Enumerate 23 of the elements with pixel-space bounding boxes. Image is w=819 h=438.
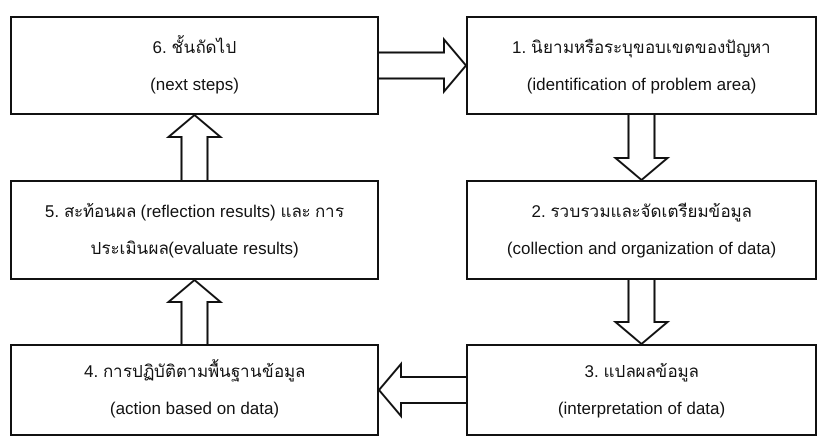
step-description: (interpretation of data) <box>558 398 726 420</box>
block-arrow <box>166 114 224 181</box>
block-arrow <box>612 279 670 346</box>
block-arrow <box>378 361 467 419</box>
block-arrow <box>612 114 670 182</box>
process-box <box>466 16 817 115</box>
process-box <box>10 344 379 436</box>
process-box <box>10 180 379 280</box>
step-description: (action based on data) <box>110 398 280 420</box>
step-title: 3. แปลผลข้อมูล <box>584 361 698 384</box>
step-description: (identification of problem area) <box>526 74 756 96</box>
block-arrow <box>166 278 224 345</box>
step-title: 6. ชั้นถัดไป <box>152 28 236 66</box>
block-arrow <box>378 36 468 94</box>
step-description: (next steps) <box>150 74 239 96</box>
process-box <box>466 344 817 436</box>
process-box <box>10 16 379 115</box>
step-description: (collection and organization of data) <box>506 238 776 260</box>
step-title: 5. สะท้อนผล (reflection results) และ การประเมินผล(evaluate results) <box>44 201 346 260</box>
process-box <box>466 180 817 280</box>
step-title: 1. นิยามหรือระบุขอบเขตของปัญหา <box>512 36 771 60</box>
step-title: 4. การปฏิบัติตามพื้นฐานข้อมูล <box>84 353 305 390</box>
step-title: 2. รวบรวมและจัดเตรียมข้อมูล <box>532 201 752 224</box>
